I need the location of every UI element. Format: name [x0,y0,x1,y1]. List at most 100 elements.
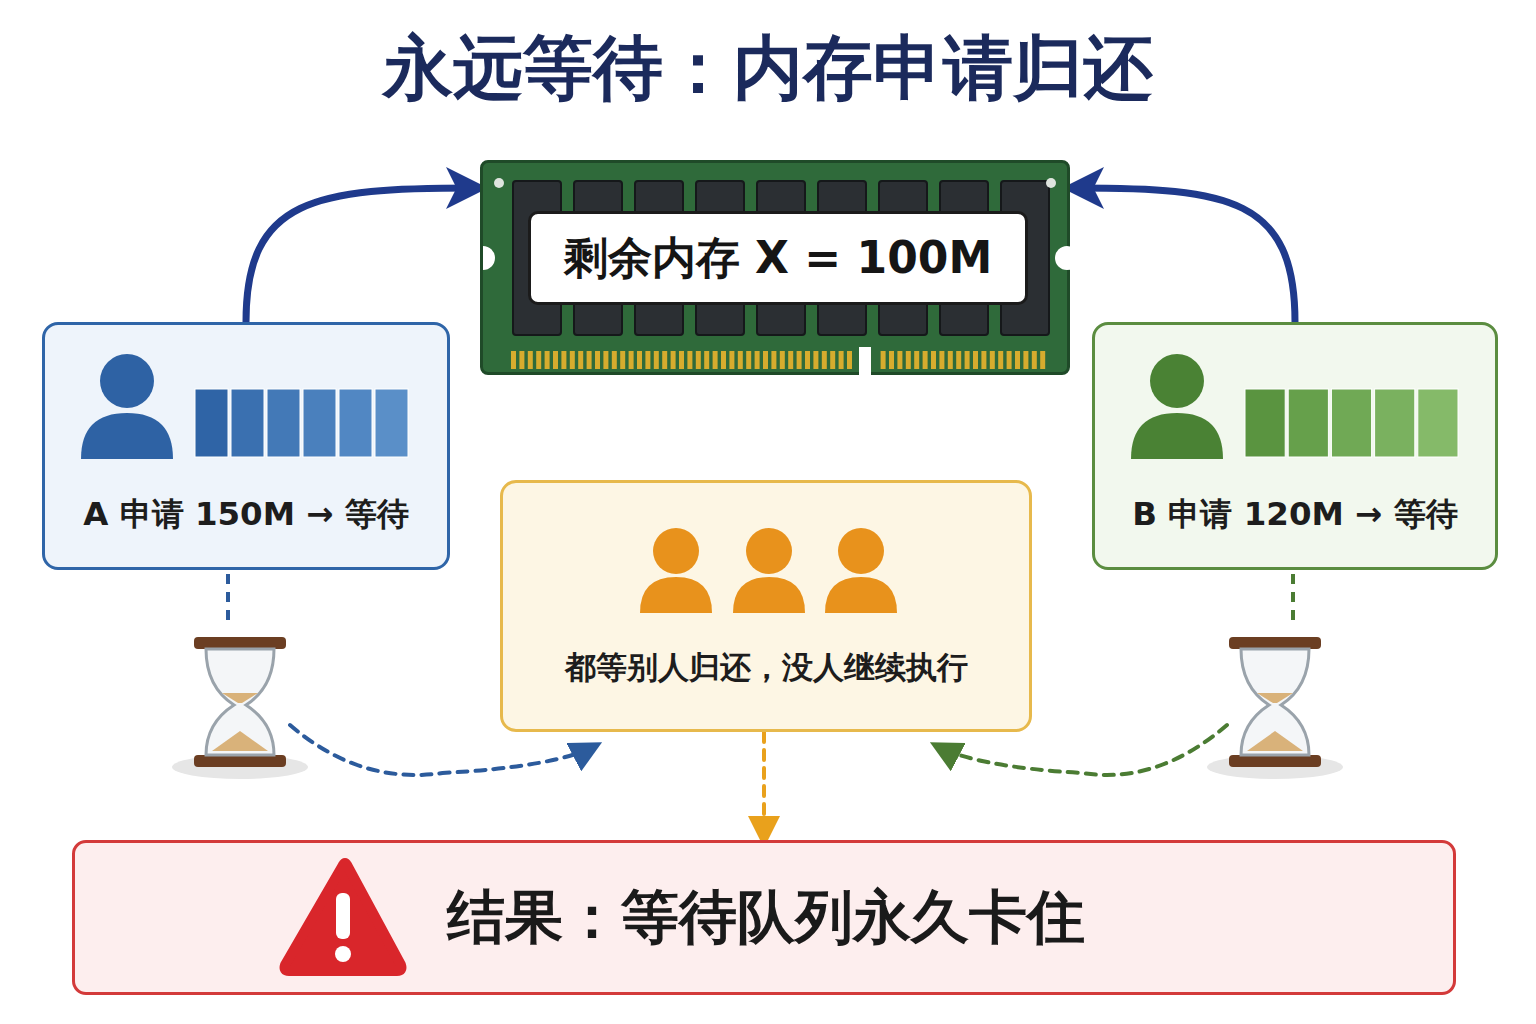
gold-pin [704,351,709,369]
result-label: 结果：等待队列永久卡住 [447,843,1085,992]
gold-pin [671,351,676,369]
memory-block [1331,389,1371,457]
gold-pin [738,351,743,369]
gold-pin [561,351,566,369]
gold-pin [519,351,524,369]
connector-arrow [937,725,1227,775]
people-icon-group [503,483,1035,633]
gold-pin [822,351,827,369]
process-label: A 申请 150M → 等待 [45,493,447,537]
memory-block [195,389,228,457]
person-body [640,577,712,613]
person-body [825,577,897,613]
gold-pin [1032,351,1037,369]
gold-pin [839,351,844,369]
gold-pin [1023,351,1028,369]
memory-block [1375,389,1415,457]
connector-arrow [290,725,595,775]
gold-pin [805,351,810,369]
gold-pin [763,351,768,369]
mount-hole [1046,178,1056,188]
gold-pin [788,351,793,369]
gold-pin [990,351,995,369]
memory-block [1288,389,1328,457]
dashed-stub [1291,574,1295,628]
gold-pin [645,351,650,369]
connector-arrow [246,188,474,322]
gold-pin [881,351,886,369]
side-notch [483,246,495,270]
exclamation-dot [335,946,351,962]
hourglass-icon [172,637,308,779]
gold-pin [956,351,961,369]
person-body [81,413,173,459]
user-icon-group [45,325,453,485]
gold-pin [536,351,541,369]
gold-pin [545,351,550,369]
gold-pin [729,351,734,369]
process-box: A 申请 150M → 等待 [42,322,450,570]
memory-block [267,389,300,457]
gold-pin [578,351,583,369]
gold-pin [528,351,533,369]
result-banner: 结果：等待队列永久卡住 [72,840,1456,995]
person-body [733,577,805,613]
memory-module: 剩余内存 X = 100M [480,160,1070,375]
gold-pin [612,351,617,369]
gold-pin [603,351,608,369]
gold-pin [511,351,516,369]
gold-pin [553,351,558,369]
memory-block [231,389,264,457]
gold-pin [965,351,970,369]
gold-pin [973,351,978,369]
memory-label: 剩余内存 X = 100M [528,211,1028,305]
gold-pin [721,351,726,369]
side-notch [1055,246,1073,270]
gold-pin [746,351,751,369]
waiting-box: 都等别人归还，没人继续执行 [500,480,1032,732]
mount-hole [494,178,504,188]
gold-pin [629,351,634,369]
gold-pin [830,351,835,369]
gold-pin [1015,351,1020,369]
gold-pin [923,351,928,369]
gold-pin [889,351,894,369]
warning-icon [75,843,475,998]
gold-pin [654,351,659,369]
memory-block [1245,389,1285,457]
gold-pin [679,351,684,369]
memory-block [339,389,372,457]
gold-pin [981,351,986,369]
person-body [1131,413,1223,459]
dashed-stub [226,574,230,628]
gold-pin [1040,351,1045,369]
gold-pin [662,351,667,369]
person-head [746,528,792,574]
user-icon-group [1095,325,1501,485]
gold-pin [931,351,936,369]
gold-pin [595,351,600,369]
gold-pin [687,351,692,369]
gold-pin [780,351,785,369]
memory-block [1418,389,1458,457]
waiting-label: 都等别人归还，没人继续执行 [503,647,1029,689]
person-head [838,528,884,574]
gold-pin [906,351,911,369]
gold-pin [696,351,701,369]
gold-pin [948,351,953,369]
process-box: B 申请 120M → 等待 [1092,322,1498,570]
gold-pin [637,351,642,369]
gold-pin [620,351,625,369]
person-head [100,354,154,408]
person-head [1150,354,1204,408]
memory-block [303,389,336,457]
connector-arrow [1076,188,1295,322]
gold-pin [914,351,919,369]
gold-pin [1007,351,1012,369]
memory-block [375,389,408,457]
key-notch [859,347,871,377]
warning-triangle [285,863,402,971]
hourglass-icon [1207,637,1343,779]
gold-pin [570,351,575,369]
gold-pin [813,351,818,369]
